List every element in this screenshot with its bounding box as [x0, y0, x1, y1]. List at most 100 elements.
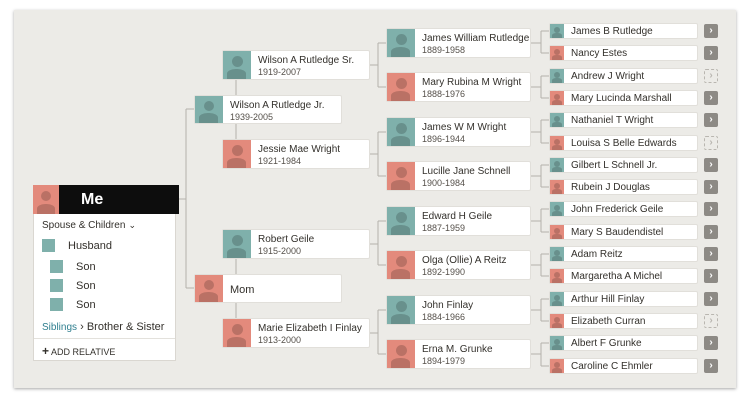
gg-grandparent-card[interactable]: Louisa S Belle Edwards [549, 135, 698, 151]
person-avatar-icon [550, 136, 564, 150]
person-name: James W M Wright [422, 122, 507, 133]
gg-grandparent-card[interactable]: Mary Lucinda Marshall [549, 90, 698, 106]
expand-arrow-icon[interactable]: › [704, 180, 718, 194]
life-years: 1921-1984 [258, 156, 302, 166]
expand-arrow-icon[interactable]: › [704, 202, 718, 216]
me-avatar-icon [33, 185, 59, 214]
gg-grandparent-card[interactable]: Margaretha A Michel [549, 268, 698, 284]
gg-grandparent-card[interactable]: Nathaniel T Wright [549, 112, 698, 128]
son-avatar-icon [50, 298, 63, 311]
life-years: 1896-1944 [422, 134, 466, 144]
gg-grandparent-card[interactable]: Andrew J Wright [549, 68, 698, 84]
person-avatar-icon [550, 158, 564, 172]
expand-arrow-icon[interactable]: › [704, 269, 718, 283]
person-avatar-icon [195, 275, 223, 302]
expand-arrow-icon[interactable]: › [704, 314, 718, 328]
expand-arrow-icon[interactable]: › [704, 247, 718, 261]
person-avatar-icon [387, 251, 415, 279]
gg-grandparent-card[interactable]: Caroline C Ehmler [549, 358, 698, 374]
chevron-right-icon: › [80, 321, 84, 333]
gg-grandparent-card[interactable]: Gilbert L Schnell Jr. [549, 157, 698, 173]
gg-grandparent-card[interactable]: Elizabeth Curran [549, 313, 698, 329]
gg-grandparent-card[interactable]: Nancy Estes [549, 45, 698, 61]
person-name: Nathaniel T Wright [571, 115, 654, 126]
person-name: Rubein J Douglas [571, 182, 650, 193]
person-name: Erna M. Grunke [422, 344, 493, 355]
siblings-value: Brother & Sister [86, 321, 165, 333]
gg-grandparent-card[interactable]: John Frederick Geile [549, 201, 698, 217]
expand-arrow-icon[interactable]: › [704, 336, 718, 350]
mother-card[interactable]: Mom [194, 274, 342, 303]
gg-grandparent-card[interactable]: Arthur Hill Finlay [549, 291, 698, 307]
gg-grandparent-card[interactable]: Albert F Grunke [549, 335, 698, 351]
life-years: 1894-1979 [422, 356, 466, 366]
person-name: John Frederick Geile [571, 204, 664, 215]
expand-arrow-icon[interactable]: › [704, 225, 718, 239]
expand-arrow-icon[interactable]: › [704, 113, 718, 127]
person-name: John Finlay [422, 300, 474, 311]
person-name: Louisa S Belle Edwards [571, 138, 677, 149]
person-name: Adam Reitz [571, 249, 623, 260]
person-avatar-icon [195, 96, 223, 123]
person-name: James B Rutledge [571, 26, 653, 37]
gg-grandparent-card[interactable]: Rubein J Douglas [549, 179, 698, 195]
son-label-3[interactable]: Son [76, 299, 96, 311]
life-years: 1888-1976 [422, 89, 466, 99]
expand-arrow-icon[interactable]: › [704, 158, 718, 172]
person-avatar-icon [223, 140, 251, 168]
me-panel: Spouse & Children ⌄ Husband Son Son Son … [33, 185, 176, 361]
gg-grandparent-card[interactable]: James B Rutledge [549, 23, 698, 39]
siblings-row[interactable]: Siblings › Brother & Sister [42, 321, 164, 333]
gg-grandparent-card[interactable]: Adam Reitz [549, 246, 698, 262]
expand-arrow-icon[interactable]: › [704, 69, 718, 83]
person-avatar-icon [223, 230, 251, 258]
expand-arrow-icon[interactable]: › [704, 46, 718, 60]
son-label-2[interactable]: Son [76, 280, 96, 292]
person-avatar-icon [387, 296, 415, 324]
add-relative-button[interactable]: + ADD RELATIVE [42, 344, 116, 358]
person-avatar-icon [550, 180, 564, 194]
expand-arrow-icon[interactable]: › [704, 292, 718, 306]
expand-arrow-icon[interactable]: › [704, 91, 718, 105]
person-name: Margaretha A Michel [571, 271, 663, 282]
person-name: Elizabeth Curran [571, 316, 646, 327]
person-avatar-icon [550, 292, 564, 306]
person-name: Andrew J Wright [571, 71, 645, 82]
person-name: Olga (Ollie) A Reitz [422, 255, 507, 266]
expand-arrow-icon[interactable]: › [704, 24, 718, 38]
person-name: Caroline C Ehmler [571, 361, 653, 372]
person-name: Albert F Grunke [571, 338, 642, 349]
person-avatar-icon [550, 46, 564, 60]
expand-arrow-icon[interactable]: › [704, 359, 718, 373]
person-avatar-icon [387, 340, 415, 368]
father-card[interactable]: Wilson A Rutledge Jr.1939-2005 [194, 95, 342, 124]
gg-grandparent-card[interactable]: Mary S Baudendistel [549, 224, 698, 240]
person-avatar-icon [387, 73, 415, 101]
person-name: Gilbert L Schnell Jr. [571, 160, 658, 171]
person-avatar-icon [550, 225, 564, 239]
husband-label[interactable]: Husband [68, 240, 113, 252]
person-name: Lucille Jane Schnell [422, 166, 511, 177]
son-label-1[interactable]: Son [76, 261, 96, 273]
grandparent-card[interactable]: Wilson A Rutledge Sr.1919-2007 [222, 50, 370, 80]
spouse-children-toggle[interactable]: Spouse & Children ⌄ [42, 220, 136, 231]
me-card[interactable]: Me [33, 185, 179, 214]
person-name: Mary S Baudendistel [571, 227, 664, 238]
person-name: Mary Lucinda Marshall [571, 93, 672, 104]
expand-arrow-icon[interactable]: › [704, 136, 718, 150]
life-years: 1939-2005 [230, 111, 274, 122]
person-avatar-icon [387, 207, 415, 235]
person-avatar-icon [550, 269, 564, 283]
life-years: 1900-1984 [422, 178, 466, 188]
